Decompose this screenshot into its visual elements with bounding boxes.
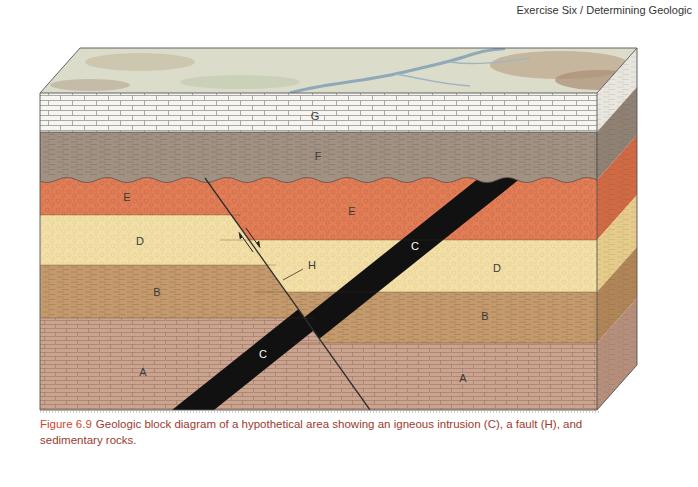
- side-face: [597, 48, 637, 410]
- front-face: [40, 93, 597, 410]
- unit-letter: H: [308, 260, 316, 271]
- right-block: [188, 160, 597, 410]
- layer-a: [190, 343, 597, 410]
- land-surface: [40, 48, 645, 93]
- caption-rule: [40, 412, 600, 413]
- contact: [40, 132, 597, 133]
- unit-letter: D: [136, 236, 144, 247]
- unit-letter: E: [348, 206, 355, 217]
- unit-letter: A: [459, 373, 466, 384]
- hills: [85, 53, 195, 71]
- fault-motion-arrow: [246, 228, 260, 248]
- layer-f: [40, 132, 597, 183]
- unit-letter: C: [411, 241, 419, 252]
- hills: [50, 79, 130, 91]
- river: [395, 74, 470, 86]
- leader-line: [283, 269, 303, 280]
- caption-block: Figure 6.9Geologic block diagram of a hy…: [40, 417, 600, 448]
- unit-letter: C: [259, 349, 267, 360]
- unit-letter: B: [153, 287, 160, 298]
- dike-c: [188, 170, 531, 410]
- running-head: Exercise Six / Determining Geologic: [517, 4, 692, 16]
- unit-letter: E: [123, 192, 130, 203]
- layer-b: [190, 292, 597, 343]
- unit-letter: G: [311, 111, 320, 122]
- river: [450, 58, 530, 64]
- surface-face: [40, 48, 637, 93]
- layer-a-texture: [190, 343, 597, 410]
- figure-caption: Geologic block diagram of a hypothetical…: [40, 418, 582, 446]
- unit-letter: A: [139, 367, 146, 378]
- layer-f-texture: [40, 132, 597, 176]
- layer-g: [40, 93, 597, 132]
- plain: [180, 75, 300, 89]
- contacts: [40, 215, 597, 343]
- fault-line: [205, 178, 370, 410]
- river: [290, 48, 505, 93]
- unit-letter: F: [315, 151, 322, 162]
- unit-letter: D: [493, 263, 501, 274]
- block-outline: [40, 48, 637, 410]
- unit-letter: B: [481, 311, 488, 322]
- figure-number: Figure 6.9: [40, 418, 92, 430]
- layer-b-texture: [190, 292, 597, 343]
- side-texture: [597, 48, 637, 410]
